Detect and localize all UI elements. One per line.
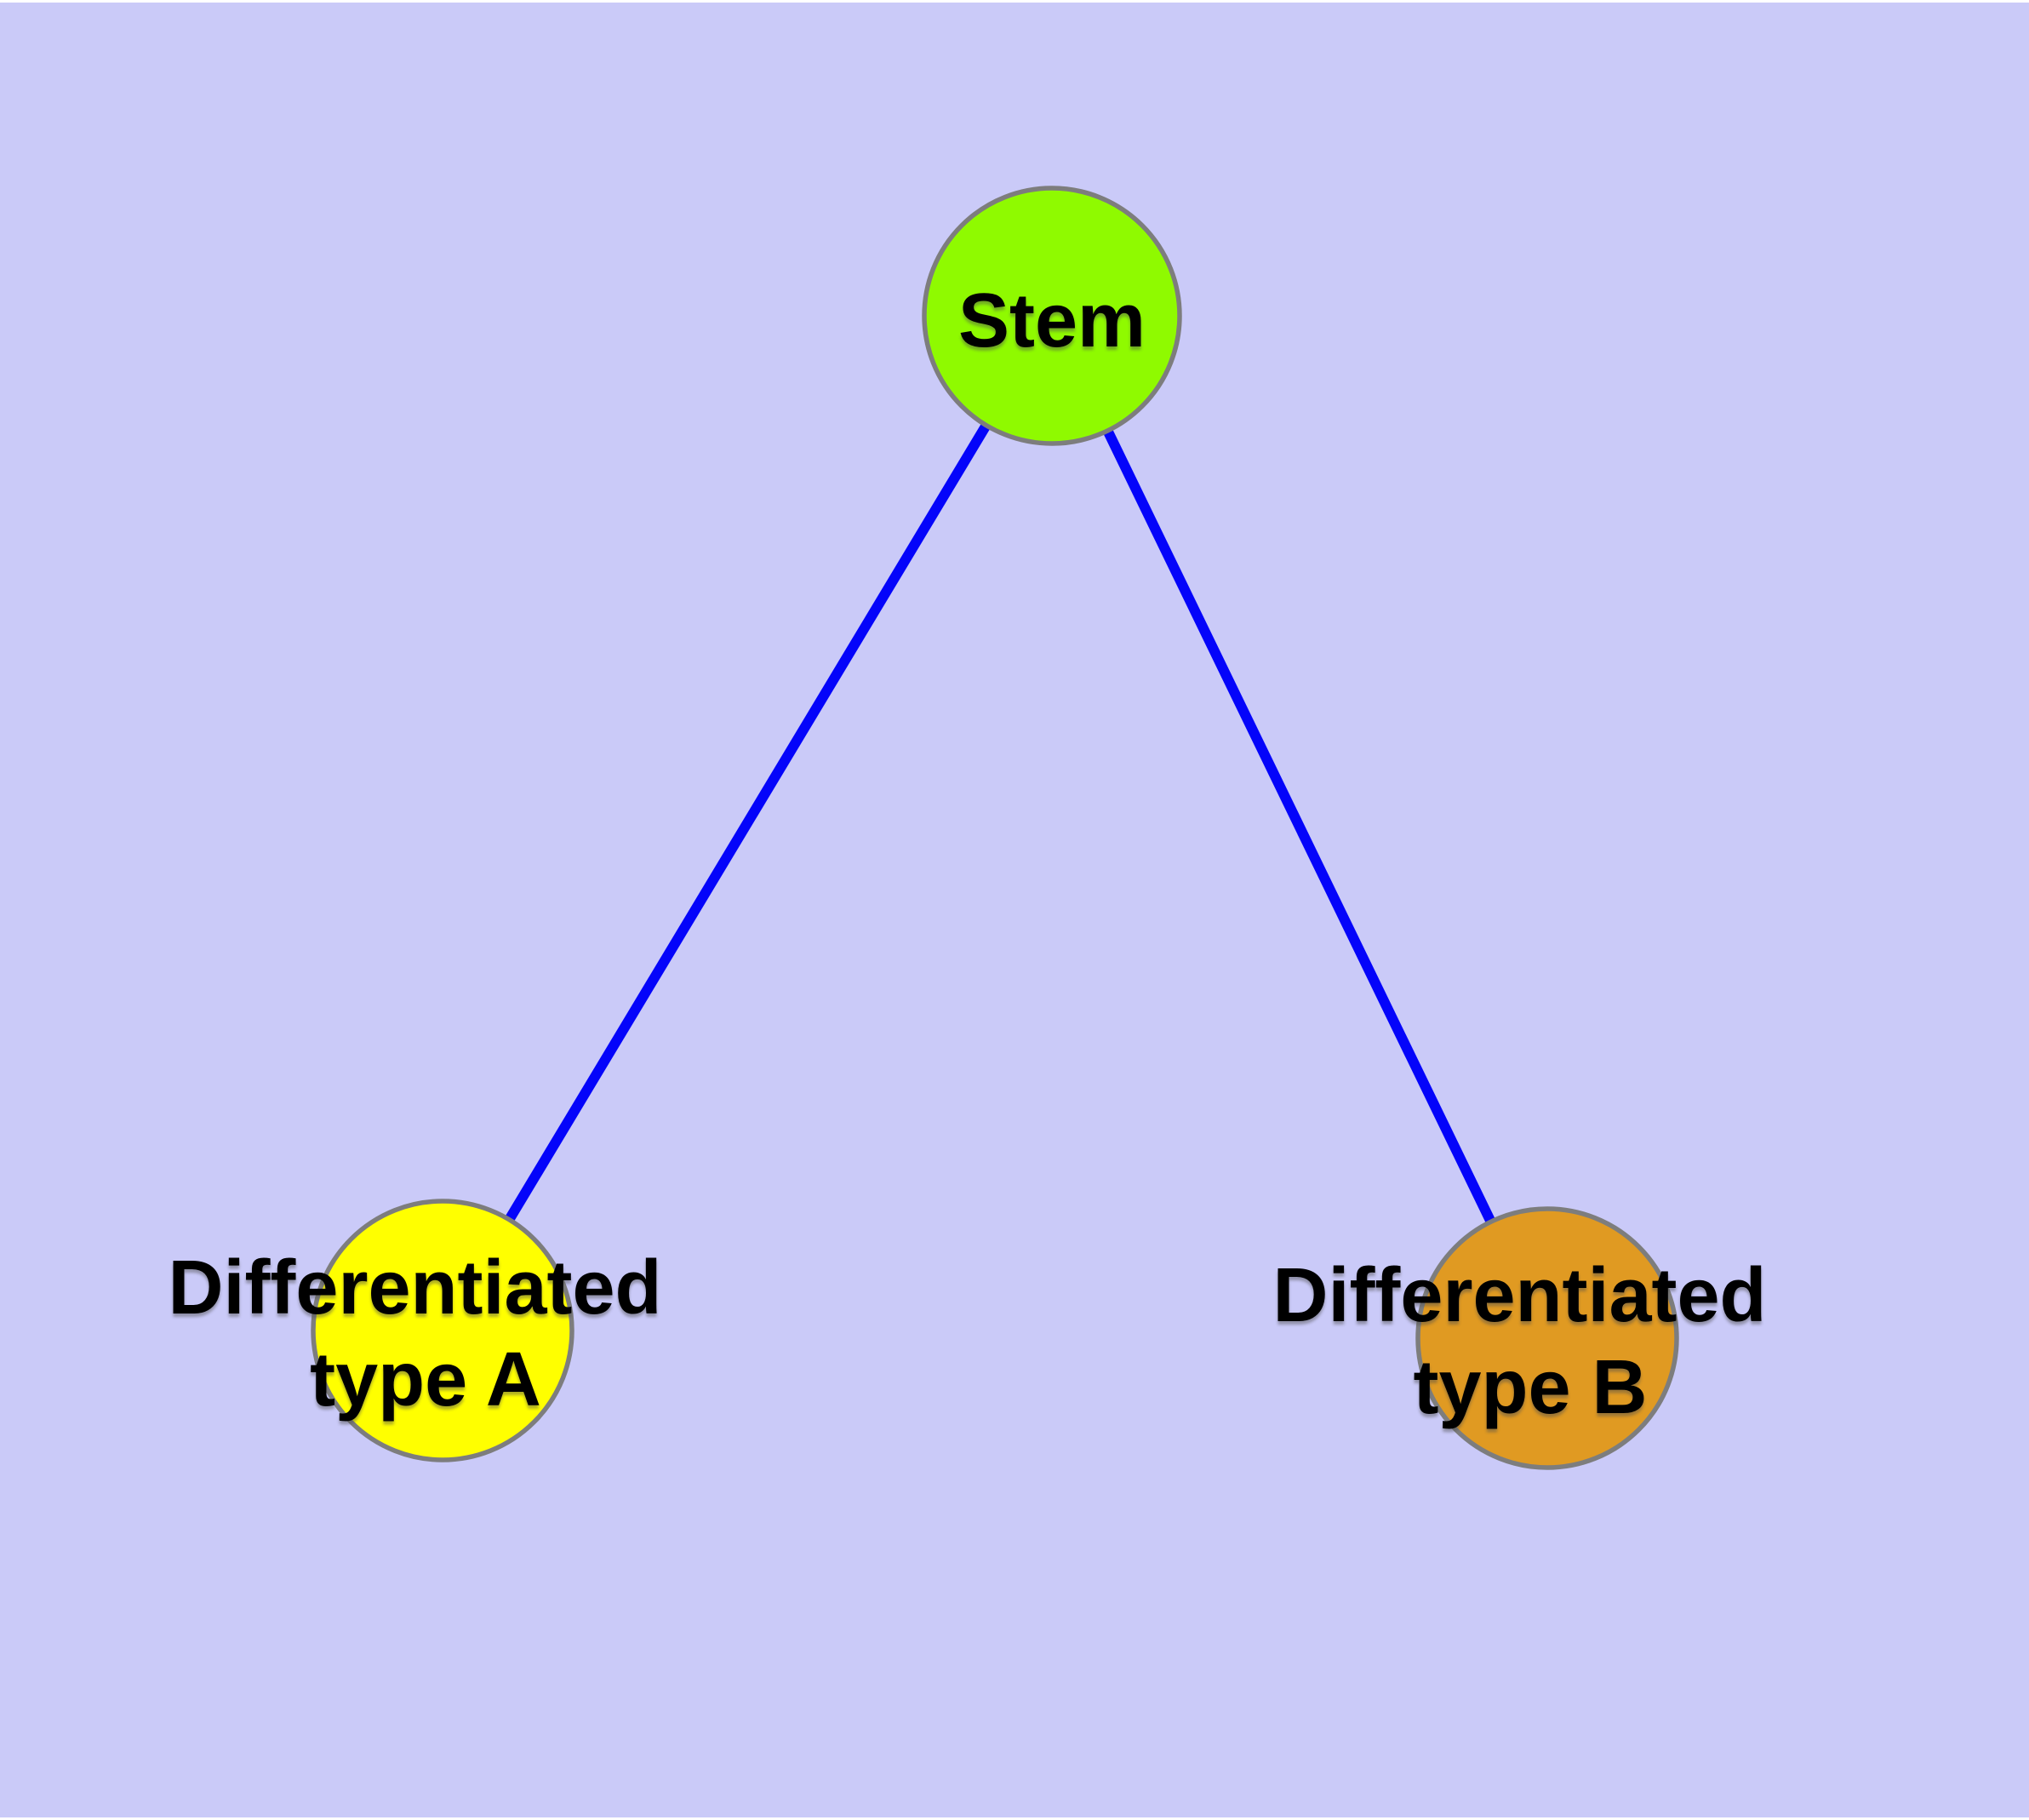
node-differentiated-type-b[interactable]: Differentiated type B [1272,1206,1787,1470]
node-stem-circle [922,186,1182,446]
edge-stem-to-type-a [437,312,1057,1334]
node-stem-label: Stem [958,278,1146,363]
node-differentiated-type-a-circle [311,1199,574,1462]
edge-stem-to-type-b [1047,313,1552,1341]
node-differentiated-type-a-label-line1: Differentiated [168,1245,661,1331]
node-differentiated-type-a-label: Differentiated type A [168,1245,683,1422]
node-differentiated-type-b-label: Differentiated type B [1272,1253,1787,1430]
nodes-layer: Stem Differentiated type A Differentiate… [168,186,1787,1470]
node-differentiated-type-a[interactable]: Differentiated type A [168,1199,683,1462]
node-stem[interactable]: Stem [922,186,1182,446]
node-differentiated-type-b-circle [1415,1206,1679,1470]
node-differentiated-type-a-label-line2: type A [310,1337,541,1422]
node-differentiated-type-b-label-line1: Differentiated [1272,1253,1766,1338]
edges-layer [437,312,1552,1341]
node-differentiated-type-b-label-line2: type B [1413,1345,1647,1430]
node-stem-label-line: Stem [958,278,1146,363]
